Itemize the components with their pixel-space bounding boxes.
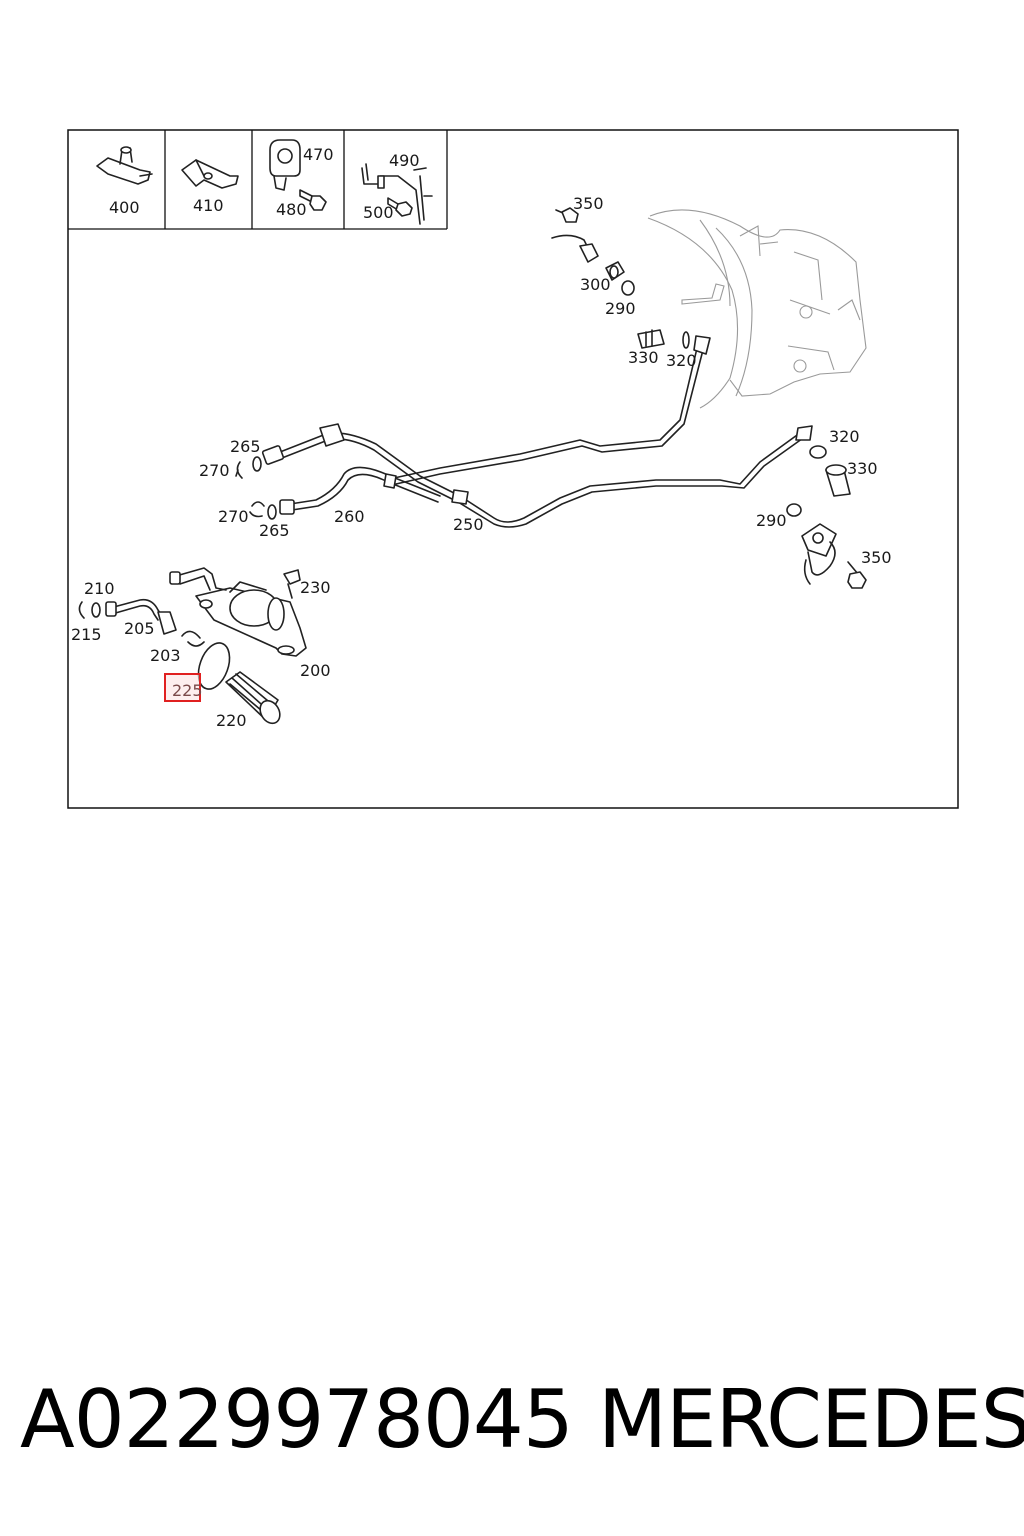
callout-470: 470 (303, 145, 334, 164)
left-seals (235, 456, 277, 520)
filter-assembly (78, 567, 307, 725)
callout-320-upper: 320 (666, 351, 697, 370)
transmission-housing (647, 209, 867, 409)
callout-210: 210 (84, 579, 115, 598)
fitting-330-upper-icon (637, 329, 665, 349)
bracket-490-icon (361, 163, 433, 225)
inset-panels (68, 130, 448, 230)
clip-270-lower-icon (249, 501, 265, 518)
callout-203: 203 (150, 646, 181, 665)
callout-410: 410 (193, 196, 224, 215)
sensor-230-icon (283, 569, 301, 599)
callout-270-upper: 270 (199, 461, 230, 480)
callout-490: 490 (389, 151, 420, 170)
callout-290-lower: 290 (756, 511, 787, 530)
footer: A0229978045 MERCEDES (0, 1370, 1024, 1470)
callout-225: 225 (172, 681, 203, 700)
upper-banjo-fittings (551, 207, 690, 349)
brand-name: MERCEDES (598, 1373, 1024, 1466)
callout-320-lower: 320 (829, 427, 860, 446)
bolt-350-upper-icon (555, 207, 579, 223)
callout-400: 400 (109, 198, 140, 217)
banjo-300-lower-icon (801, 523, 837, 585)
lower-right-fittings (786, 445, 867, 589)
callout-300: 300 (580, 275, 611, 294)
callout-220: 220 (216, 711, 247, 730)
callout-265-lower: 265 (259, 521, 290, 540)
seal-210-icon (91, 602, 101, 618)
seal-265-lower-icon (267, 504, 277, 520)
callout-230: 230 (300, 578, 331, 597)
callout-265-upper: 265 (230, 437, 261, 456)
callout-250: 250 (453, 515, 484, 534)
callout-200: 200 (300, 661, 331, 680)
callout-330-upper: 330 (628, 348, 659, 367)
callout-330-lower: 330 (847, 459, 878, 478)
callout-270-lower: 270 (218, 507, 249, 526)
callout-350-lower: 350 (861, 548, 892, 567)
pipe-205-icon (105, 598, 177, 635)
filter-220-icon (225, 671, 281, 725)
bolt-480-icon (299, 189, 327, 211)
callout-260: 260 (334, 507, 365, 526)
part-number: A0229978045 (20, 1373, 574, 1466)
clip-400-icon (96, 146, 153, 185)
housing-200-icon (169, 567, 307, 657)
seal-290-upper-icon (621, 280, 635, 296)
seal-290-lower-icon (786, 503, 802, 517)
bolt-350-lower-icon (847, 561, 867, 589)
callout-480: 480 (276, 200, 307, 219)
clip-410-icon (181, 159, 239, 189)
seal-320-lower-icon (809, 445, 827, 459)
clip-203-icon (181, 630, 205, 647)
cooler-lines (261, 335, 813, 528)
clamp-470-icon (269, 139, 301, 191)
bolt-500-icon (387, 197, 413, 217)
diagram-frame (67, 129, 959, 809)
clip-270-upper-icon (235, 461, 243, 479)
banjo-bolt-300-icon (605, 261, 625, 281)
seal-265-upper-icon (252, 456, 262, 472)
callout-350-upper: 350 (573, 194, 604, 213)
callout-290-upper: 290 (605, 299, 636, 318)
callout-215: 215 (71, 625, 102, 644)
seal-320-upper-icon (682, 331, 690, 349)
highlight-box (164, 673, 201, 702)
callout-labels: 400 410 470 480 490 500 350 300 290 330 … (71, 145, 892, 730)
callout-500: 500 (363, 203, 394, 222)
clip-215-icon (78, 601, 85, 619)
fitting-330-lower-icon (825, 464, 851, 497)
callout-205: 205 (124, 619, 155, 638)
oring-225-icon (197, 642, 231, 690)
